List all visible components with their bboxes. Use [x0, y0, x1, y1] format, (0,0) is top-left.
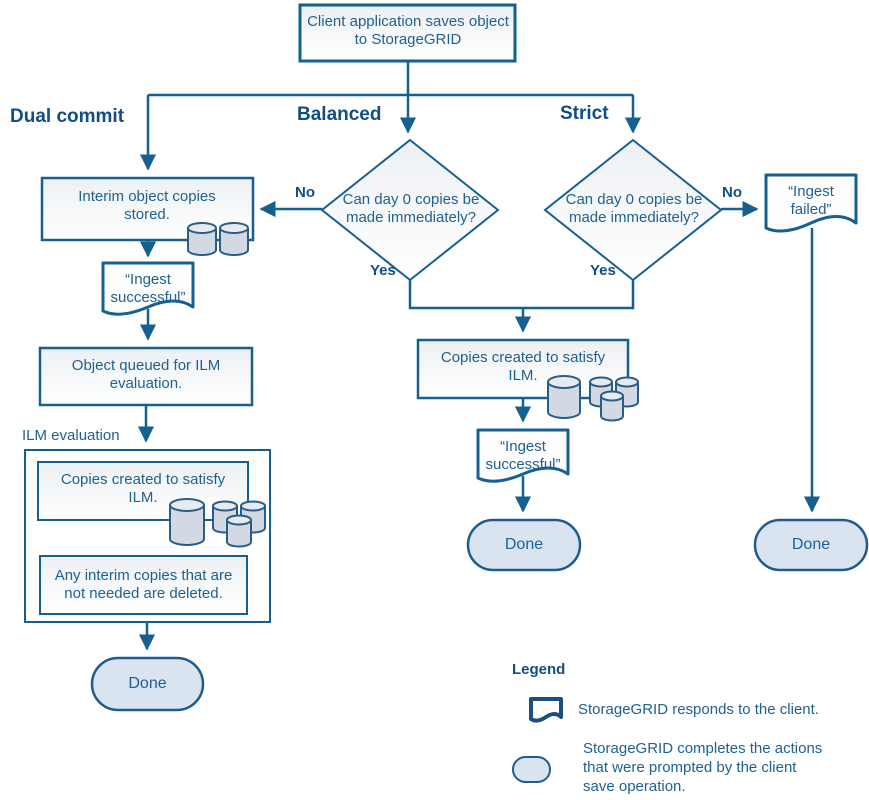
ingest-successful-label-dual: “Ingest successful”: [110, 271, 186, 307]
branch-label-strict: Strict: [560, 103, 609, 124]
interim-deleted-label: Any interim copies that are not needed a…: [54, 567, 233, 603]
ingest-successful-doc-balanced: [476, 428, 570, 483]
branch-label-balanced: Balanced: [297, 104, 382, 125]
strict-question: Can day 0 copies be made immediately?: [565, 191, 703, 227]
storage-cylinders-interim: [187, 222, 249, 256]
copies-created-label-dual: Copies created to satisfy ILM.: [60, 471, 226, 507]
branch-label-dual-commit: Dual commit: [10, 106, 125, 127]
done-label-balanced: Done: [504, 536, 544, 553]
yes-label-strict: Yes: [590, 262, 616, 279]
copies-created-label-balanced: Copies created to satisfy ILM.: [440, 349, 606, 385]
balanced-question: Can day 0 copies be made immediately?: [342, 191, 480, 227]
done-label-strict: Done: [791, 536, 831, 553]
interim-copies-box: [40, 176, 255, 242]
object-queued-box: [38, 346, 254, 407]
object-queued-label: Object queued for ILM evaluation.: [71, 357, 221, 393]
done-pill-balanced: [466, 518, 582, 572]
legend-pill-item-label: StorageGRID completes the actions that w…: [583, 740, 823, 796]
strict-decision-diamond: [543, 138, 723, 282]
yes-label-balanced: Yes: [370, 262, 396, 279]
no-label-strict: No: [722, 184, 742, 201]
client-save-label: Client application saves object to Stora…: [307, 13, 509, 49]
connector-lines: [137, 61, 821, 651]
ingest-successful-doc-dual: [101, 261, 195, 316]
done-label-dual: Done: [128, 675, 167, 692]
done-pill-strict: [753, 518, 869, 572]
ingest-failed-label: “Ingest failed”: [788, 183, 834, 219]
balanced-decision-diamond: [320, 138, 500, 282]
ingest-failed-doc: [764, 173, 858, 233]
done-pill-dual: [90, 656, 205, 712]
no-label-balanced: No: [295, 184, 315, 201]
legend-doc-item-label: StorageGRID responds to the client.: [578, 701, 819, 718]
legend-pill-icon: [512, 756, 551, 783]
legend-document-icon: [529, 697, 563, 723]
storage-cylinders-ilm-dual: [169, 498, 266, 548]
ingest-successful-label-balanced: “Ingest successful”: [485, 438, 561, 474]
interim-deleted-box: [39, 555, 248, 615]
client-save-box: [298, 3, 517, 63]
legend-title: Legend: [512, 661, 566, 678]
interim-copies-label: Interim object copies stored.: [78, 188, 216, 224]
storage-cylinders-ilm-balanced: [547, 375, 639, 422]
ilm-evaluation-label: ILM evaluation: [22, 427, 120, 444]
